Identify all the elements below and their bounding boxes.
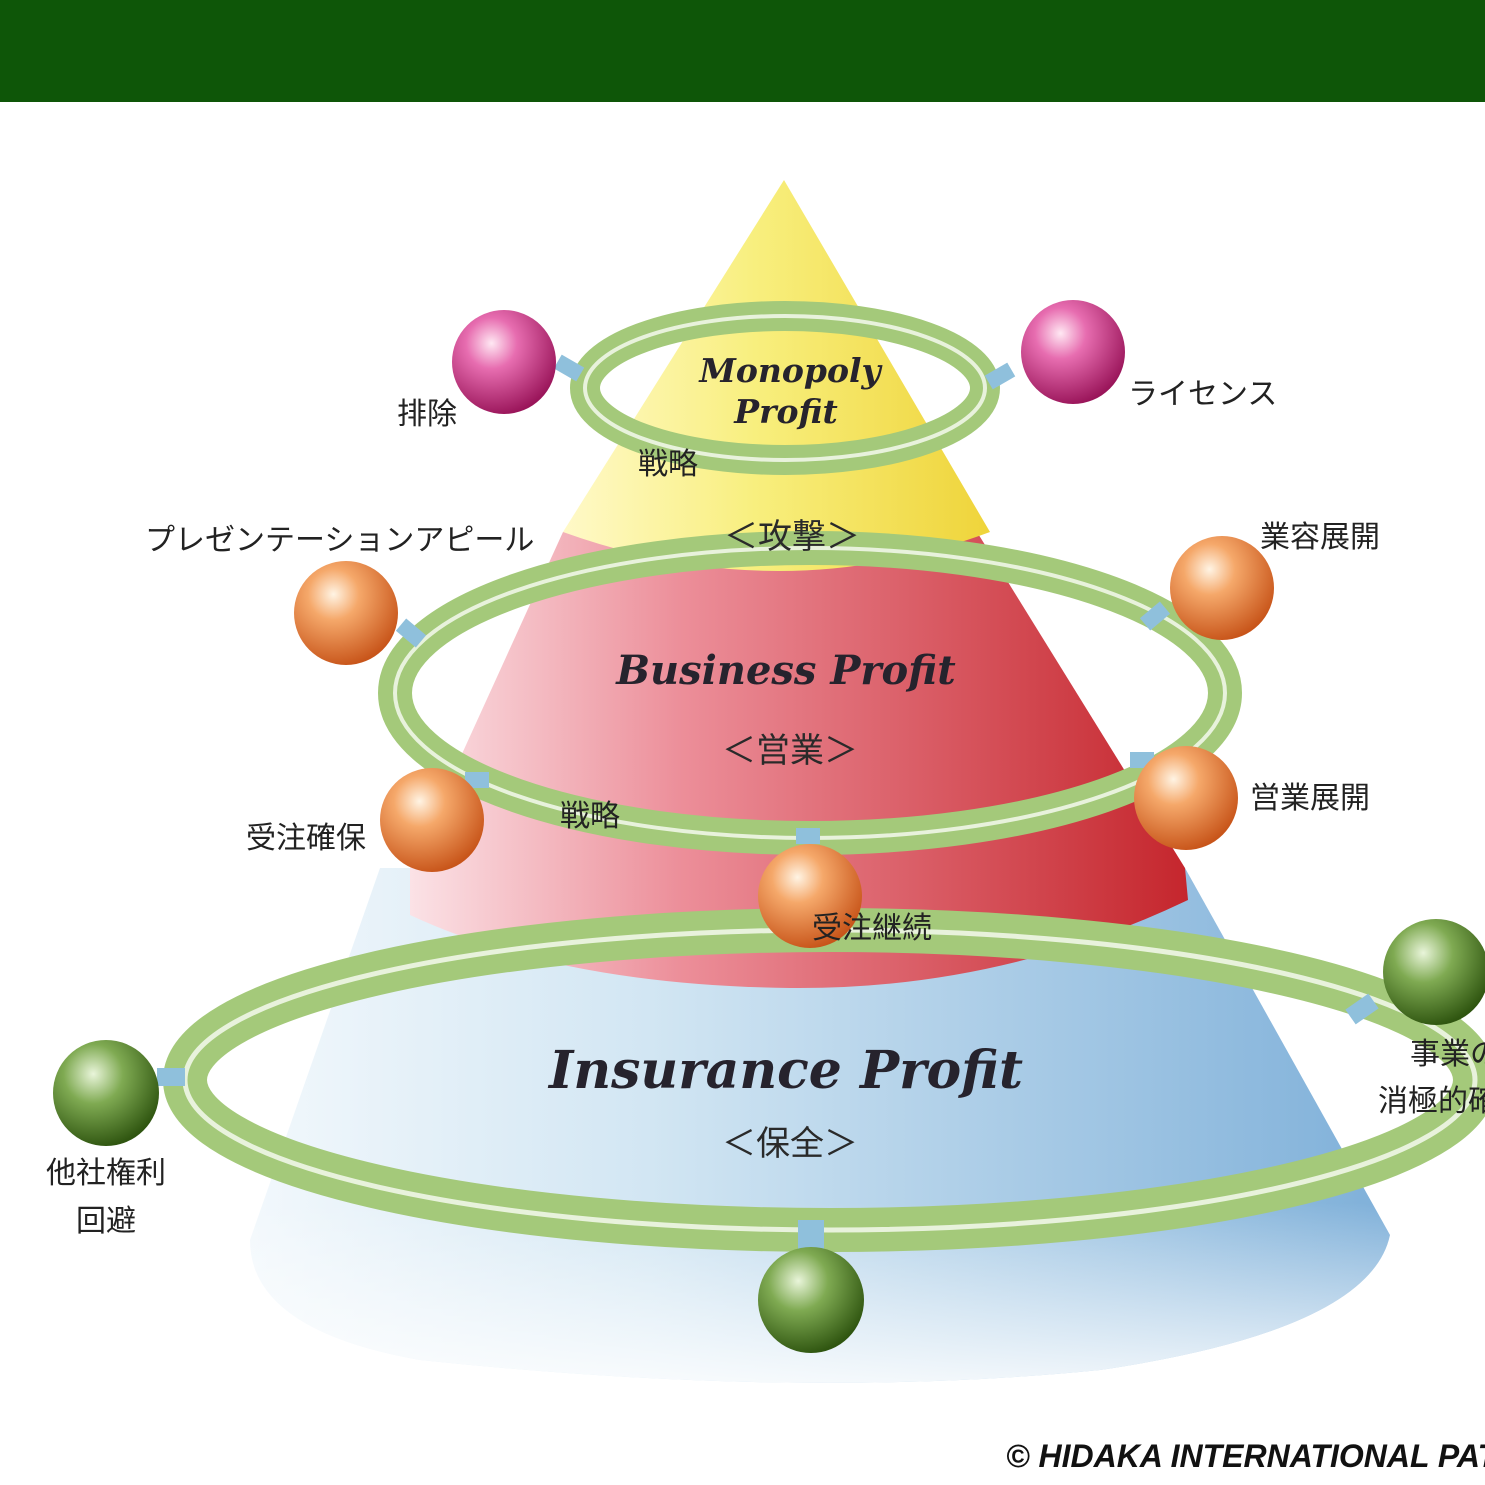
insurance-title: Insurance Profit [547, 1040, 1023, 1101]
label-sales-expansion: 営業展開 [1250, 781, 1370, 816]
monopoly-title-line2: Profit [733, 392, 837, 431]
monopoly-tier [563, 180, 990, 571]
label-business-passive-line2: 消極的確 [1378, 1084, 1485, 1119]
monopoly-ring-highlight [583, 314, 987, 462]
label-business-passive-line1: 事業の [1410, 1037, 1485, 1072]
node-order-continuation [758, 844, 862, 948]
node-order-securing [380, 768, 484, 872]
node-business-passive [1383, 919, 1485, 1025]
node-insurance-bottom [758, 1247, 864, 1353]
node-sales-expansion [1134, 746, 1238, 850]
business-title: Business Profit [615, 647, 956, 694]
insurance-subtitle: ＜保全＞ [722, 1124, 858, 1164]
node-presentation-appeal [294, 561, 398, 665]
label-avoid-others-rights-line1: 他社権利 [46, 1156, 166, 1191]
business-subtitle: ＜営業＞ [722, 731, 858, 771]
label-avoid-others-rights-line2: 回避 [76, 1204, 136, 1239]
label-business-expansion: 業容展開 [1260, 520, 1380, 555]
node-exclusion [452, 310, 556, 414]
node-avoid-others-rights [53, 1040, 159, 1146]
monopoly-strategy-label: 戦略 [638, 447, 698, 482]
monopoly-subtitle: ＜攻撃＞ [724, 517, 860, 557]
label-exclusion: 排除 [397, 397, 457, 432]
header-bar [0, 0, 1485, 102]
monopoly-title-line1: Monopoly [698, 351, 883, 390]
node-license [1021, 300, 1125, 404]
business-tier [410, 516, 1188, 989]
label-order-securing: 受注確保 [246, 821, 366, 856]
insurance-tier-fade [250, 868, 1390, 1383]
business-strategy-label: 戦略 [560, 799, 620, 834]
label-presentation-appeal: プレゼンテーションアピール [145, 523, 534, 558]
copyright-notice: © HIDAKA INTERNATIONAL PATENT [1006, 1438, 1485, 1474]
label-order-continuation: 受注継続 [812, 911, 932, 946]
node-business-expansion [1170, 536, 1274, 640]
label-license: ライセンス [1128, 377, 1277, 412]
